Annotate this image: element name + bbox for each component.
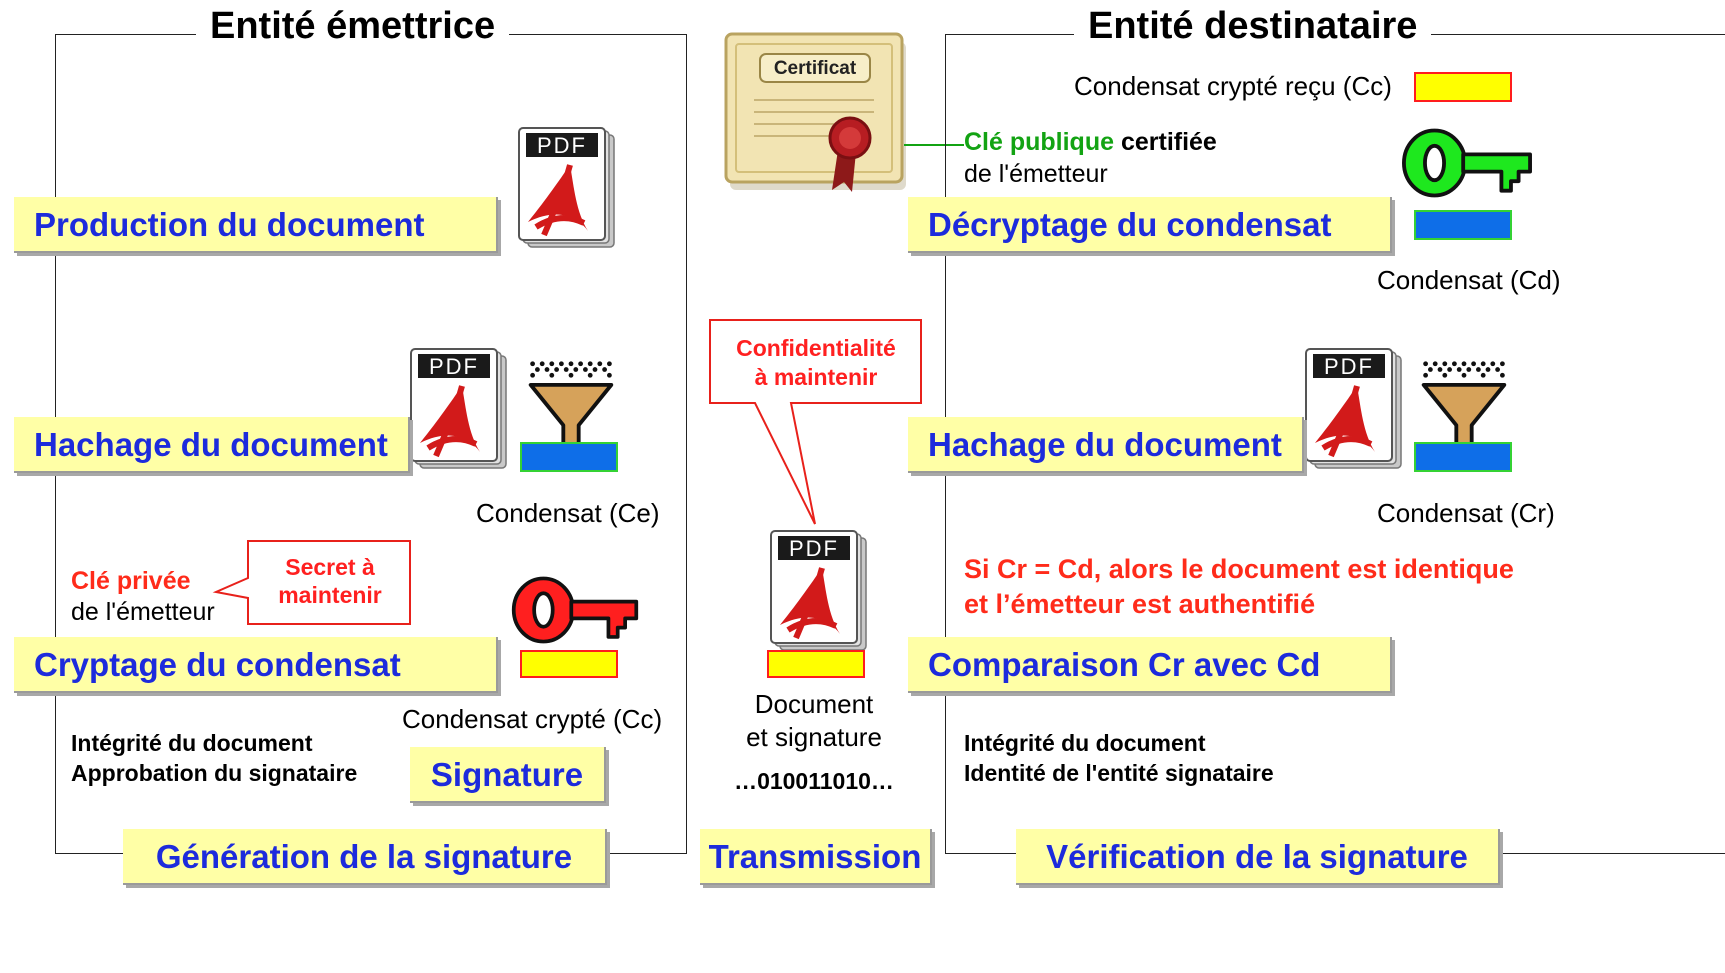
confidentiality-callout-line2: à maintenir [754,364,878,390]
encrypted-digest-label: Condensat crypté (Cc) [402,704,663,734]
receiver-property-1: Intégrité du document [964,730,1206,756]
step-comparison: Comparaison Cr avec Cd [908,637,1392,693]
received-digest-bar [1414,72,1512,102]
pdf-document-icon [410,348,510,472]
digest-ce-label: Condensat (Ce) [476,498,660,528]
red-key-icon [510,568,640,652]
step-production: Production du document [14,197,498,253]
encrypted-digest-bar [520,650,618,678]
pdf-document-icon [770,530,870,654]
step-transmission: Transmission [700,829,932,885]
document-caption-line2: et signature [746,722,882,752]
step-hashing-receiver: Hachage du document [908,417,1304,473]
receiver-property-2: Identité de l'entité signataire [964,760,1274,786]
secret-callout-line1: Secret à [285,554,375,580]
emitter-property-2: Approbation du signataire [71,760,358,786]
public-key-certified: certifiée [1120,128,1217,156]
secret-callout-shape [212,540,411,625]
pdf-document-icon [1305,348,1405,472]
private-key-label: Clé privée [71,567,191,595]
confidentiality-callout-line1: Confidentialité [736,335,896,361]
private-key-owner: de l'émetteur [71,598,215,626]
conclusion-line2: et l’émetteur est authentifié [964,589,1316,619]
transmitted-signature-bar [767,650,865,678]
emitter-property-1: Intégrité du document [71,730,313,756]
step-decryption: Décryptage du condensat [908,197,1392,253]
confidentiality-callout-shape [709,319,922,525]
step-encryption: Cryptage du condensat [14,637,498,693]
hash-funnel-icon [523,358,619,454]
digest-cr-label: Condensat (Cr) [1377,498,1555,528]
step-signature: Signature [410,747,606,803]
digest-cd-bar [1414,210,1512,240]
certificate-icon: Certificat [724,32,906,192]
green-key-icon [1400,120,1534,206]
public-key-owner: de l'émetteur [964,160,1108,188]
hash-funnel-icon [1416,358,1512,454]
public-key-line1: Clé publique certifiée [964,126,1217,158]
digest-cd-label: Condensat (Cd) [1377,265,1561,295]
step-generation: Génération de la signature [123,829,607,885]
step-hashing-emitter: Hachage du document [14,417,410,473]
digest-cr-bar [1414,442,1512,472]
pdf-document-icon [518,127,618,251]
step-verification: Vérification de la signature [1016,829,1500,885]
receiver-title: Entité destinataire [1074,4,1432,48]
certificate-label: Certificat [774,58,857,79]
public-key-label: Clé publique [964,128,1114,156]
digest-ce-bar [520,442,618,472]
received-digest-label: Condensat crypté reçu (Cc) [1074,71,1392,101]
secret-callout-line2: maintenir [278,582,382,608]
emitter-title: Entité émettrice [196,4,510,48]
bitstream-label: …010011010… [734,768,894,794]
document-caption-line1: Document [754,689,874,719]
conclusion-line1: Si Cr = Cd, alors le document est identi… [964,554,1514,584]
certificate-connector [904,144,964,146]
